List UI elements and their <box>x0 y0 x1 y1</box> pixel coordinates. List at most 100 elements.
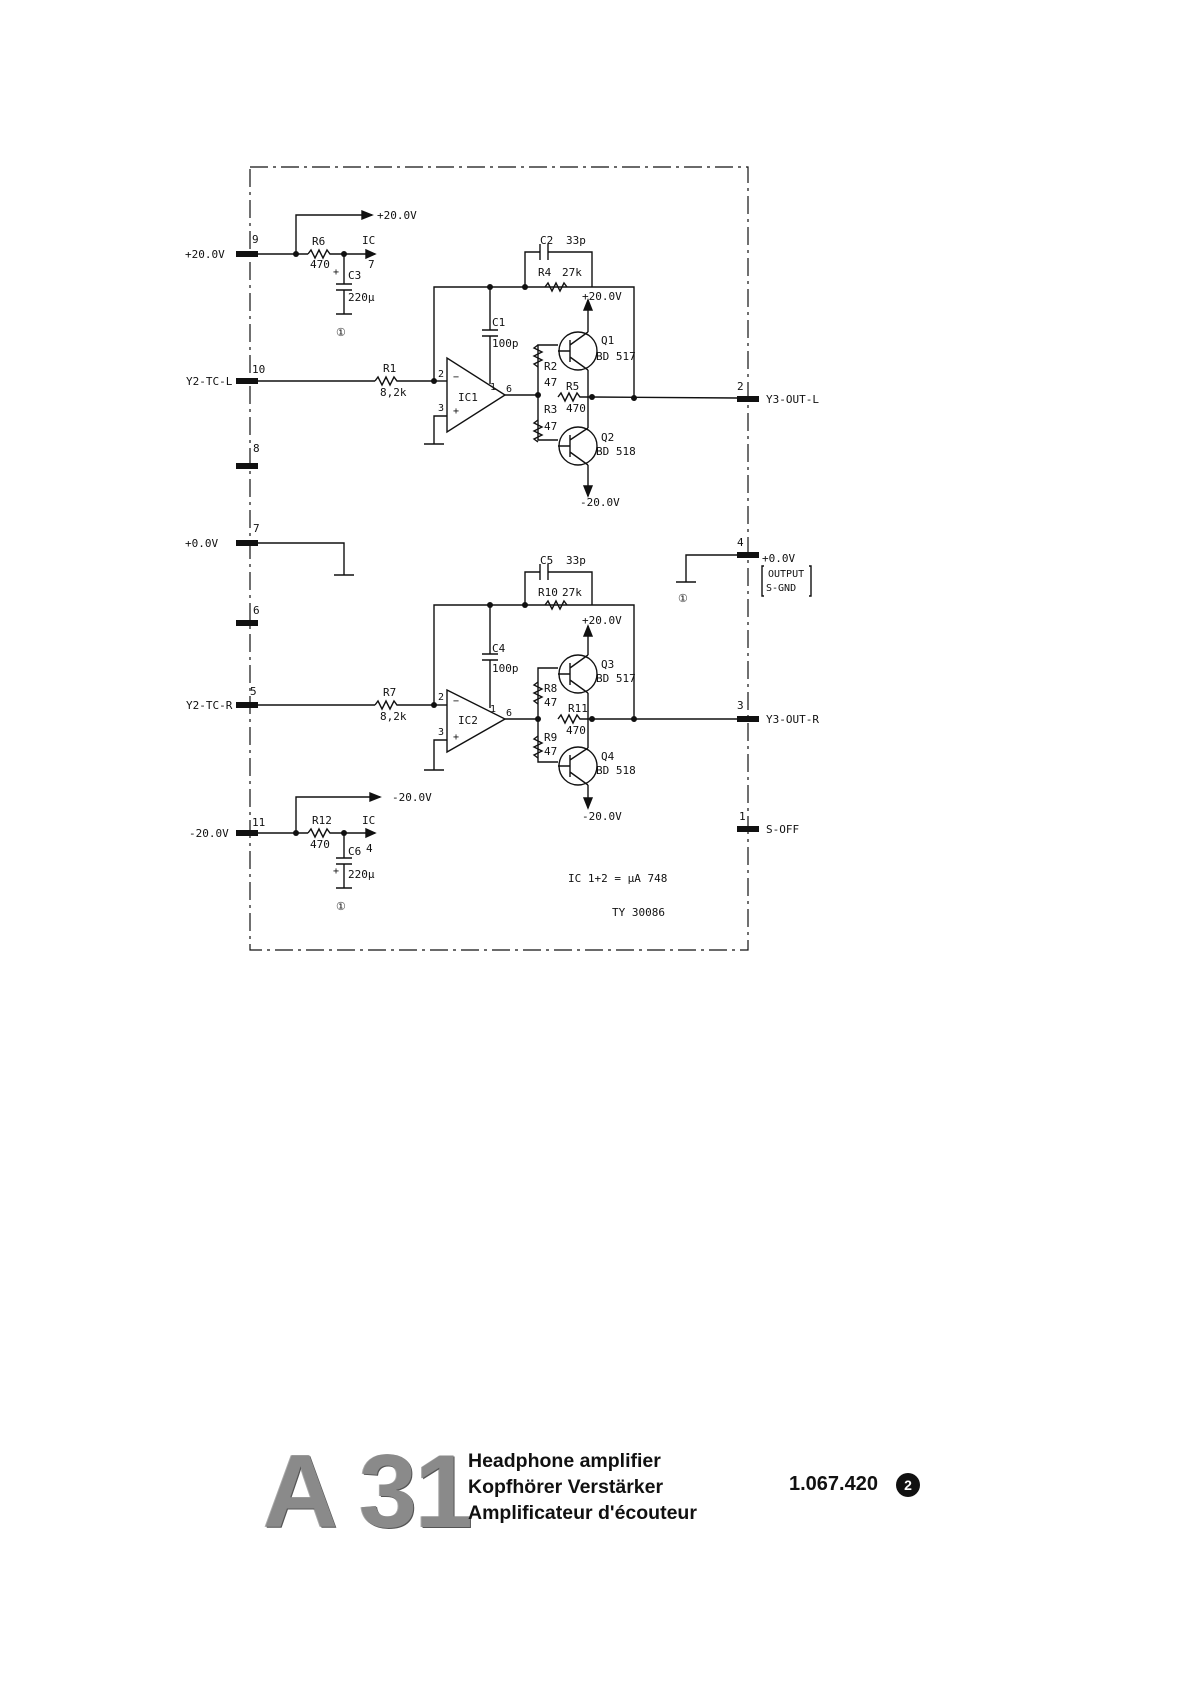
ground-reference-icon: ① <box>678 592 688 605</box>
svg-text:470: 470 <box>566 402 586 415</box>
svg-text:470: 470 <box>566 724 586 737</box>
rail-label: -20.0V <box>582 810 622 823</box>
title-block: A 31 Headphone amplifier Kopfhörer Verst… <box>255 1440 975 1560</box>
output-ground: ① <box>676 554 737 605</box>
title-english: Headphone amplifier <box>468 1450 661 1472</box>
svg-text:470: 470 <box>310 838 330 851</box>
svg-text:3: 3 <box>438 727 444 738</box>
svg-text:6: 6 <box>506 384 512 395</box>
svg-text:470: 470 <box>310 258 330 271</box>
svg-text:100p: 100p <box>492 337 519 350</box>
connector-pin-3: 3 Y3-OUT-R <box>737 699 819 726</box>
module-border <box>249 166 749 951</box>
svg-text:8,2k: 8,2k <box>380 386 407 399</box>
connector-label: Y3-OUT-L <box>766 393 819 406</box>
svg-text:5: 5 <box>250 685 257 698</box>
connector-pin-7: 7 +0.0V <box>185 522 260 550</box>
svg-text:10: 10 <box>252 363 265 376</box>
revision-badge: 2 <box>896 1473 920 1497</box>
svg-text:33p: 33p <box>566 234 586 247</box>
svg-text:C4: C4 <box>492 642 506 655</box>
svg-text:+: + <box>453 406 459 417</box>
circuit-schematic: 9 +20.0V 10 Y2-TC-L 8 7 +0.0V 6 5 Y2-TC-… <box>185 166 819 951</box>
title-german: Kopfhörer Verstärker <box>468 1476 664 1498</box>
svg-text:+: + <box>333 866 339 877</box>
ground-trace <box>258 542 354 576</box>
svg-text:8: 8 <box>253 442 260 455</box>
svg-text:R3: R3 <box>544 403 557 416</box>
connector-pin-8: 8 <box>236 442 260 469</box>
svg-text:R6: R6 <box>312 235 325 248</box>
connector-label: S-OFF <box>766 823 799 836</box>
svg-text:−: − <box>453 372 459 383</box>
svg-text:BD 517: BD 517 <box>596 672 636 685</box>
connector-pin-10: 10 Y2-TC-L <box>186 363 265 388</box>
ic-type-note: IC 1+2 = µA 748 <box>568 872 667 885</box>
connector-pin-6: 6 <box>236 604 260 626</box>
svg-text:100p: 100p <box>492 662 519 675</box>
svg-text:R9: R9 <box>544 731 557 744</box>
svg-text:3: 3 <box>438 403 444 414</box>
svg-text:C1: C1 <box>492 316 505 329</box>
module-designation: A 31 <box>263 1434 473 1550</box>
connector-pin-9: 9 +20.0V <box>185 233 259 261</box>
document-number: 1.067.420 <box>789 1473 878 1495</box>
output-note: OUTPUT <box>768 569 804 580</box>
svg-text:9: 9 <box>252 233 259 246</box>
svg-text:11: 11 <box>252 816 265 829</box>
svg-text:6: 6 <box>253 604 260 617</box>
negative-supply-filter: -20.0V R12 470 IC 4 + C6 220µ ① <box>258 791 432 913</box>
svg-text:R2: R2 <box>544 360 557 373</box>
svg-text:Q4: Q4 <box>601 750 615 763</box>
svg-text:3: 3 <box>737 699 744 712</box>
connector-label: Y3-OUT-R <box>766 713 819 726</box>
rail-label: -20.0V <box>392 791 432 804</box>
svg-text:Q3: Q3 <box>601 658 614 671</box>
svg-text:C2: C2 <box>540 234 553 247</box>
svg-text:6: 6 <box>506 708 512 719</box>
ic-label: IC2 <box>458 714 478 727</box>
connector-label: +20.0V <box>185 248 225 261</box>
title-french: Amplificateur d'écouteur <box>468 1502 697 1524</box>
svg-text:R8: R8 <box>544 682 557 695</box>
left-channel-amplifier: R1 8,2k 2 C2 33p R4 27k C1 100p IC1 − + … <box>258 234 738 509</box>
svg-text:Q1: Q1 <box>601 334 614 347</box>
rail-label: +20.0V <box>377 209 417 222</box>
connector-label: Y2-TC-L <box>186 375 233 388</box>
svg-text:8,2k: 8,2k <box>380 710 407 723</box>
svg-text:33p: 33p <box>566 554 586 567</box>
svg-text:R7: R7 <box>383 686 396 699</box>
positive-supply-filter: +20.0V R6 470 IC 7 + C3 220µ ① <box>258 209 417 339</box>
connector-label: Y2-TC-R <box>186 699 233 712</box>
svg-text:R12: R12 <box>312 814 332 827</box>
connector-label: +0.0V <box>762 552 795 565</box>
connector-pin-4: 4 +0.0V OUTPUT S-GND <box>737 536 812 597</box>
svg-text:C6: C6 <box>348 845 361 858</box>
svg-text:2: 2 <box>737 380 744 393</box>
ground-reference-icon: ① <box>336 900 346 913</box>
svg-text:1: 1 <box>739 810 746 823</box>
connector-pin-5: 5 Y2-TC-R <box>186 685 258 712</box>
svg-text:2: 2 <box>438 692 444 703</box>
svg-text:4: 4 <box>366 842 373 855</box>
drawing-number: TY 30086 <box>612 906 665 919</box>
connector-label: +0.0V <box>185 537 218 550</box>
module-titles: Headphone amplifier Kopfhörer Verstärker… <box>468 1448 697 1526</box>
rail-label: +20.0V <box>582 290 622 303</box>
svg-text:220µ: 220µ <box>348 291 375 304</box>
svg-text:+: + <box>453 732 459 743</box>
connector-pin-1: 1 S-OFF <box>737 810 799 836</box>
svg-text:1: 1 <box>490 382 496 393</box>
svg-text:R11: R11 <box>568 702 588 715</box>
svg-text:47: 47 <box>544 696 557 709</box>
svg-text:4: 4 <box>737 536 744 549</box>
svg-text:R5: R5 <box>566 380 579 393</box>
svg-text:BD 518: BD 518 <box>596 764 636 777</box>
rail-label: +20.0V <box>582 614 622 627</box>
connector-pin-11: 11 -20.0V <box>189 816 265 840</box>
ground-reference-icon: ① <box>336 326 346 339</box>
svg-text:27k: 27k <box>562 586 582 599</box>
ic-label: IC1 <box>458 391 478 404</box>
svg-text:IC: IC <box>362 814 375 827</box>
connector-pin-2: 2 Y3-OUT-L <box>737 380 819 406</box>
